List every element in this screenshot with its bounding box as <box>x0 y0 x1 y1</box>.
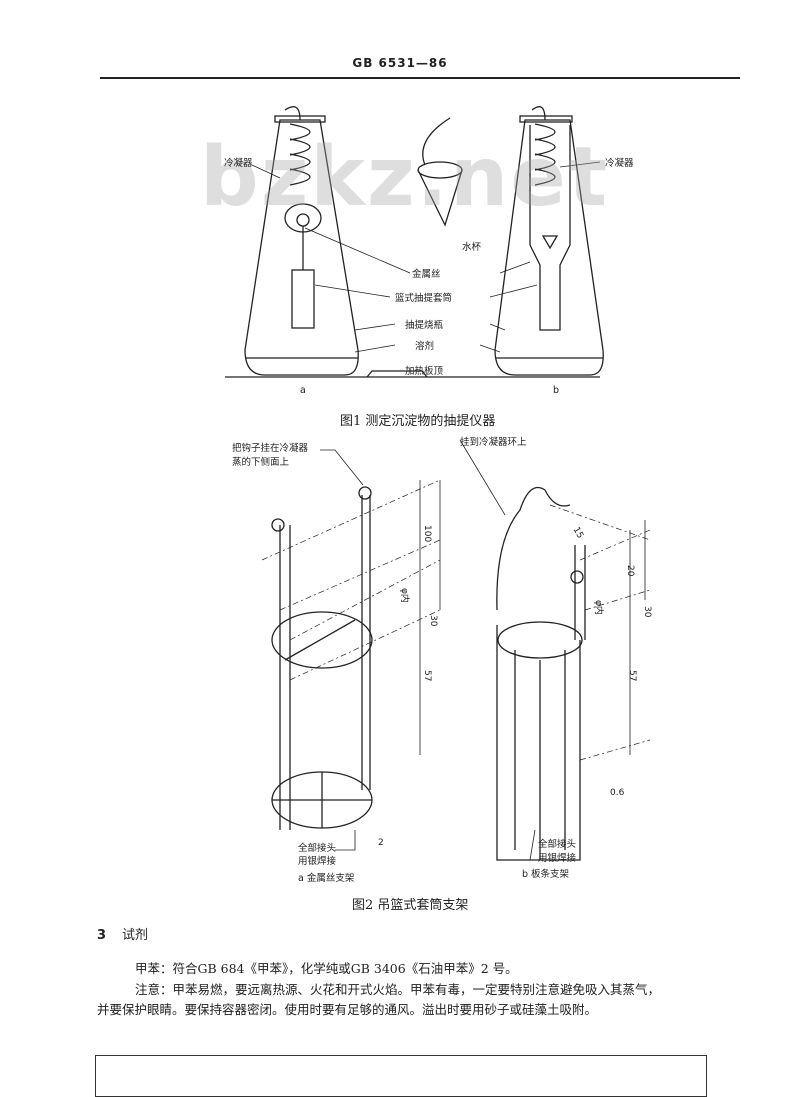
label-condenser-right: 冷凝器 <box>605 158 634 169</box>
label-condenser-left: 冷凝器 <box>224 158 253 169</box>
label-extraction-flask: 抽提烧瓶 <box>405 320 444 331</box>
dim-b-20: 20 <box>625 565 635 577</box>
label-solvent: 溶剂 <box>415 341 435 352</box>
figure2-sublabel-a: a 金属丝支架 <box>298 873 355 884</box>
weld-note-b-line2: 用银焊接 <box>538 853 577 864</box>
paragraph-warning-cont: 并要保护眼睛。要保持容器密闭。使用时要有足够的通风。溢出时要用砂子或硅藻土吸附。 <box>97 1002 598 1017</box>
paragraph-warning: 注意：甲苯易燃，要远离热源、火花和开式火焰。甲苯有毒，一定要特别注意避免吸入其蒸… <box>135 982 661 997</box>
note-a-line2: 蒸的下侧面上 <box>232 457 290 468</box>
weld-note-a-line1: 全部接头 <box>298 843 337 854</box>
note-b: 挂到冷凝器环上 <box>460 437 527 448</box>
weld-note-a-line2: 用银焊接 <box>298 856 337 867</box>
dim-a-100: 100 <box>422 525 432 543</box>
figure1-apparatus-a <box>225 106 600 378</box>
watermark: bzkz.net <box>200 130 610 225</box>
dim-b-0.6: 0.6 <box>610 788 625 798</box>
label-metal-wire: 金属丝 <box>412 269 441 280</box>
label-hot-plate: 加热板顶 <box>405 366 444 377</box>
standard-number-header: GB 6531—86 <box>352 56 448 70</box>
section-number: 3 <box>97 928 107 943</box>
dim-b-inner-dia: φ内 <box>593 600 603 615</box>
weld-note-b-line1: 全部接头 <box>538 839 577 850</box>
header-rule <box>100 77 740 79</box>
section-title: 试剂 <box>122 928 149 943</box>
note-a-line1: 把钩子挂在冷凝器 <box>232 443 309 454</box>
figure1-apparatus-b <box>494 106 604 376</box>
dim-b-57: 57 <box>627 670 637 682</box>
dim-a-30: 30 <box>428 615 438 627</box>
figure1-caption: 图1 测定沉淀物的抽提仪器 <box>340 414 496 429</box>
figure2-caption: 图2 吊篮式套筒支架 <box>352 898 469 913</box>
dim-a-57: 57 <box>422 670 432 682</box>
figure2-sublabel-b: b 板条支架 <box>522 869 570 880</box>
paragraph-toluene: 甲苯：符合GB 684《甲苯》，化学纯或GB 3406《石油甲苯》2 号。 <box>135 961 518 976</box>
figure2-wire-support-a <box>261 479 441 830</box>
sublabel-a: a <box>300 385 306 396</box>
dim-a-inner-dia: φ内 <box>399 588 409 603</box>
leader-lines-fig1 <box>251 161 601 353</box>
leader-lines-fig2 <box>320 439 536 861</box>
dim-b-30: 30 <box>642 606 652 618</box>
section-heading: 3 试剂 <box>97 924 148 943</box>
figure1-cup-detail <box>417 117 463 227</box>
figure2-strip-support-b <box>496 486 651 861</box>
label-basket-thimble: 篮式抽提套筒 <box>395 293 453 304</box>
dim-a-2: 2 <box>378 838 384 848</box>
label-water-cup: 水杯 <box>462 242 482 253</box>
sublabel-b: b <box>553 385 560 396</box>
